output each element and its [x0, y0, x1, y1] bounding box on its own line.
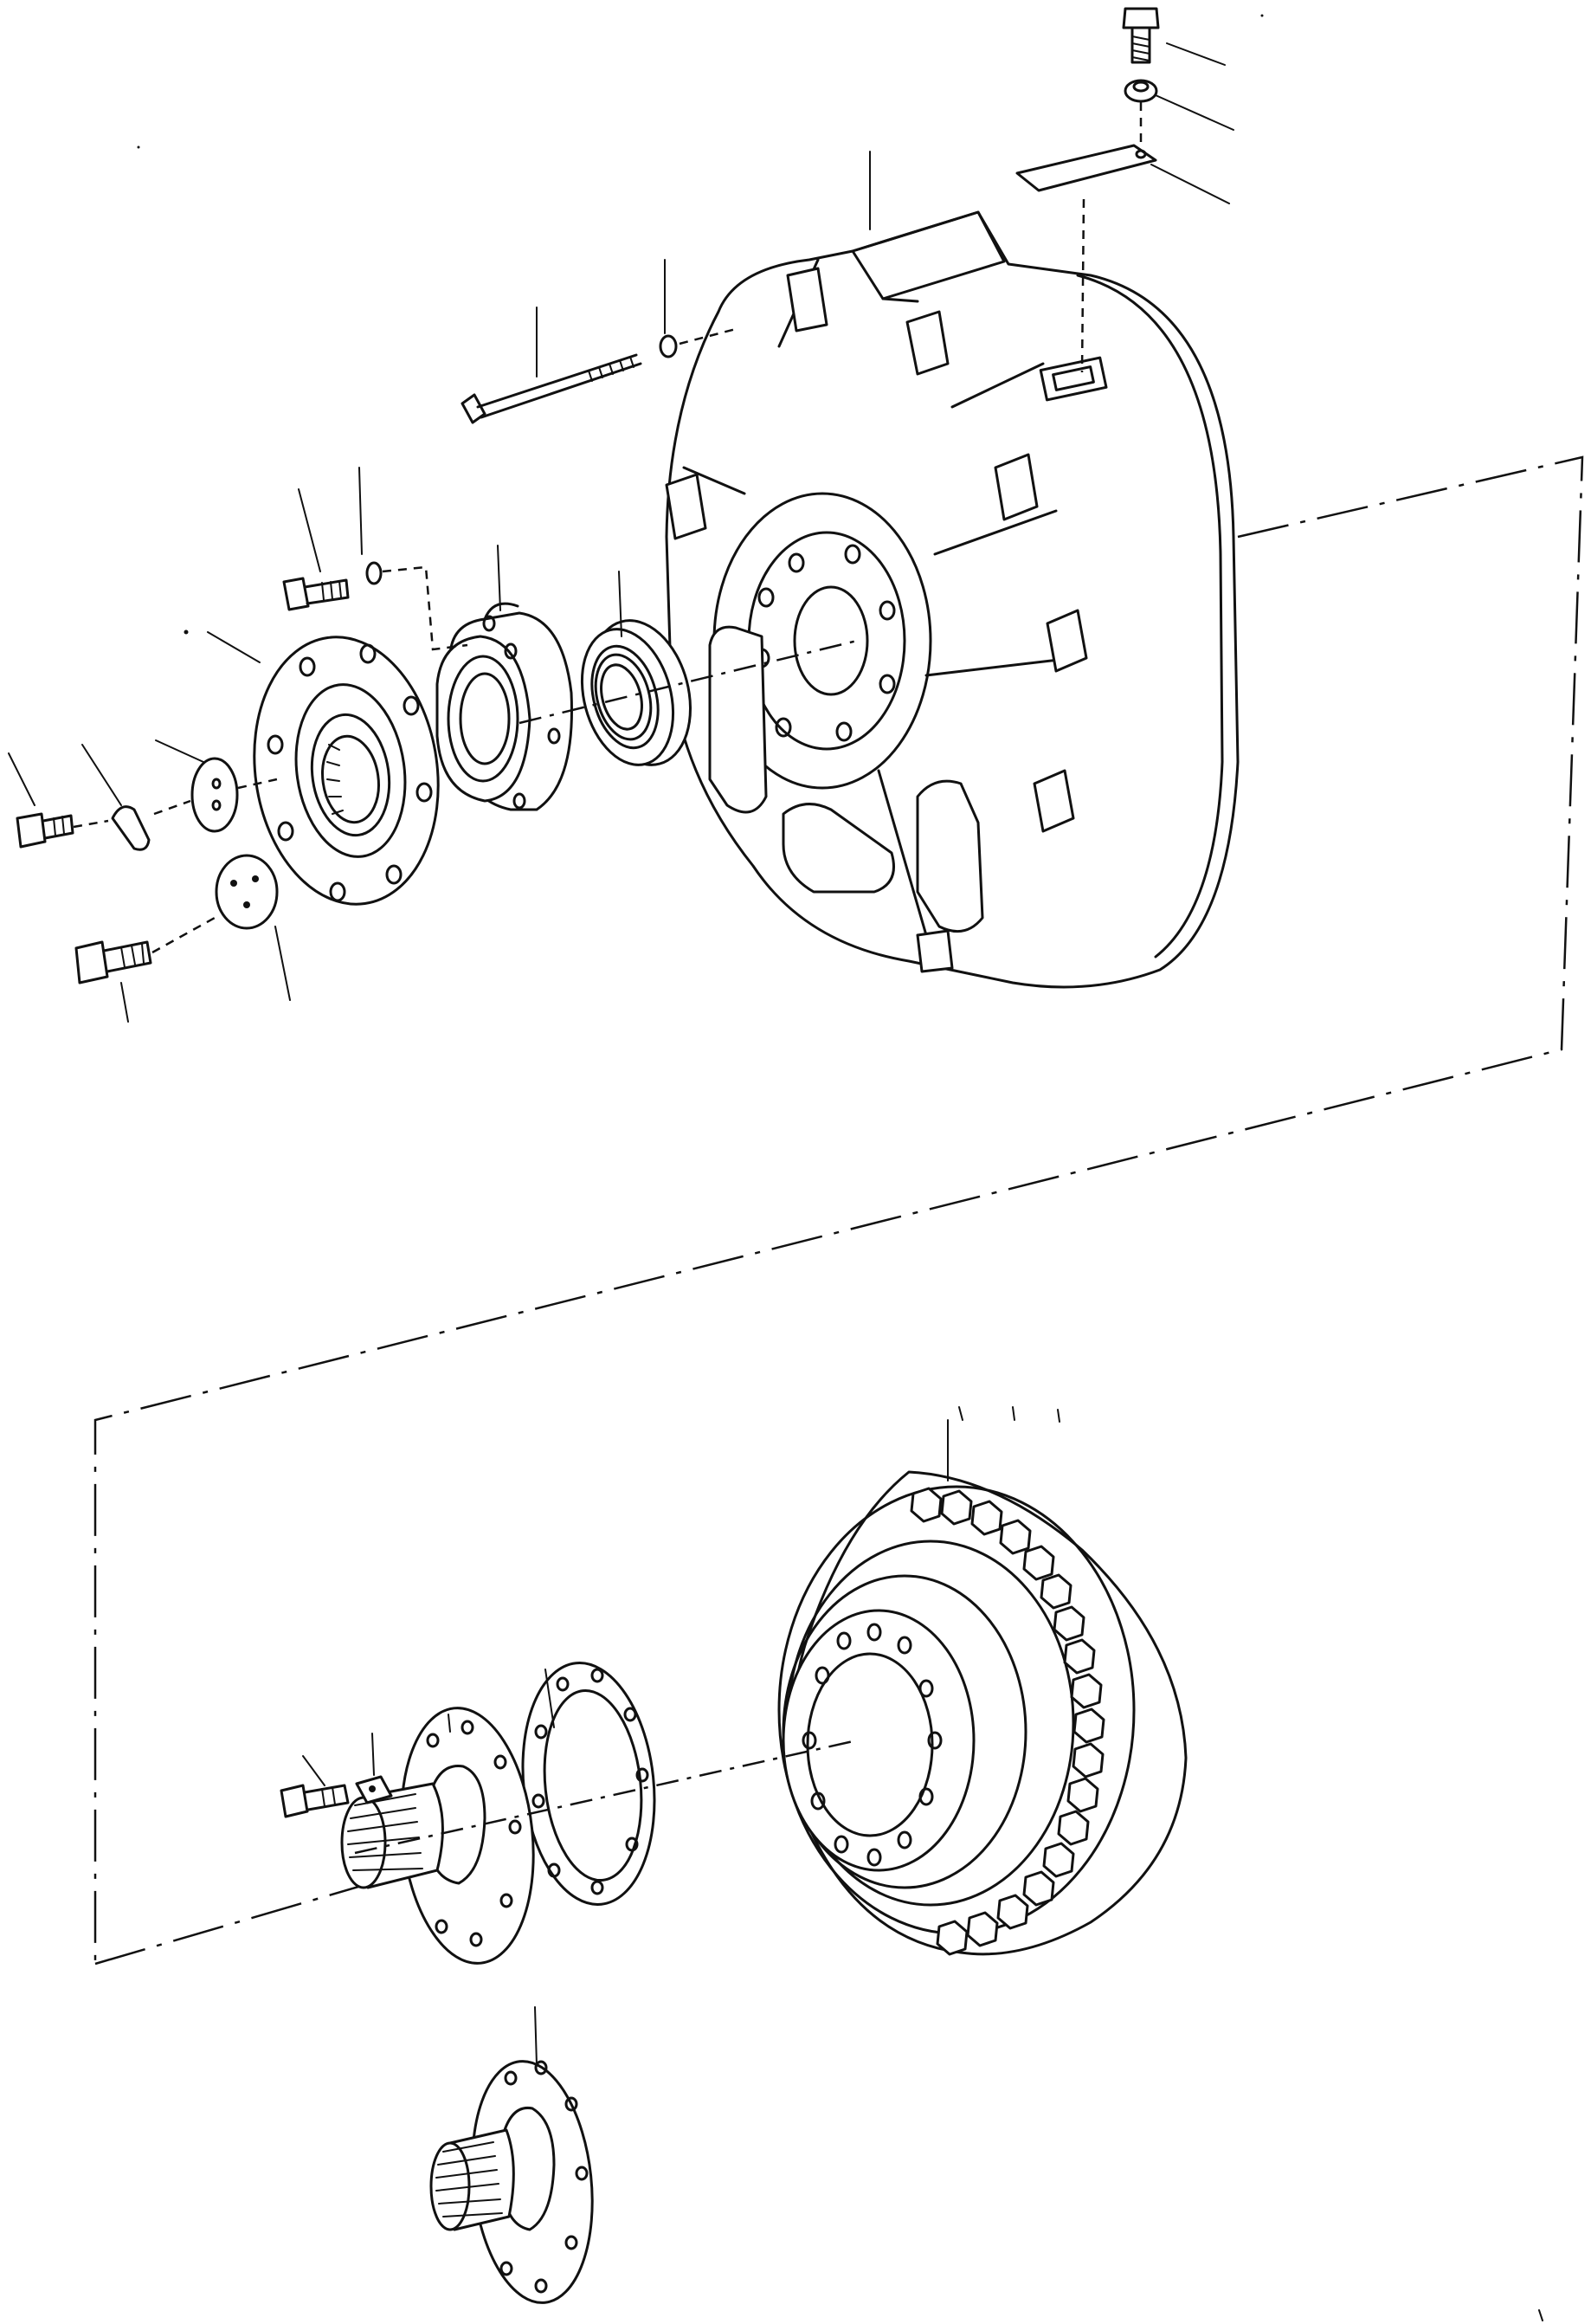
hub-inner-bolt-holes — [802, 1623, 943, 1867]
retaining-axis — [73, 778, 278, 829]
retaining-bolt-large — [74, 940, 152, 984]
carrier-bolt — [282, 577, 350, 611]
long-bolt-washer — [659, 334, 678, 358]
planetary-drive-hub — [777, 1470, 1188, 1956]
housing-long-bolt — [461, 353, 642, 424]
alternative-splined-flange — [429, 2060, 594, 2304]
top-leader-lines — [8, 42, 1234, 1023]
drive-flange-lock-tab — [355, 1775, 393, 1804]
hub-outer-bolt-heads — [910, 1487, 1105, 1956]
drive-flange-bolt — [280, 1784, 350, 1818]
top-assembly-axis — [519, 639, 858, 725]
cover-washer — [1124, 79, 1158, 103]
cover-plate — [1015, 144, 1157, 192]
long-bolt-axis — [679, 327, 737, 345]
lock-tab — [111, 805, 151, 851]
lock-plate — [215, 854, 279, 930]
bottom-leader-lines — [302, 1406, 1543, 2321]
assembly-frame-chain-line — [93, 455, 1584, 1966]
bottom-assembly-axis — [354, 1739, 858, 1855]
flange-gasket — [521, 1662, 656, 1906]
splined-drive-flange — [340, 1707, 535, 1965]
bearing-carrier — [435, 602, 573, 811]
carrier-bolt-washer — [365, 561, 383, 585]
cover-assembly-axis — [1080, 102, 1143, 373]
carrier-bolt-axis — [382, 565, 468, 651]
coupling-flange-bolt-holes — [267, 643, 433, 902]
stray-marks — [137, 14, 1264, 635]
ball-bearing — [580, 619, 692, 766]
torque-converter-housing — [665, 210, 1240, 989]
cover-bolt — [1122, 7, 1160, 64]
retaining-bolt-small — [16, 812, 74, 849]
gasket-bolt-holes — [531, 1668, 649, 1895]
housing-mounting-lugs — [665, 267, 1088, 973]
retaining-disc — [190, 757, 239, 833]
lock-plate-axis — [151, 916, 216, 954]
